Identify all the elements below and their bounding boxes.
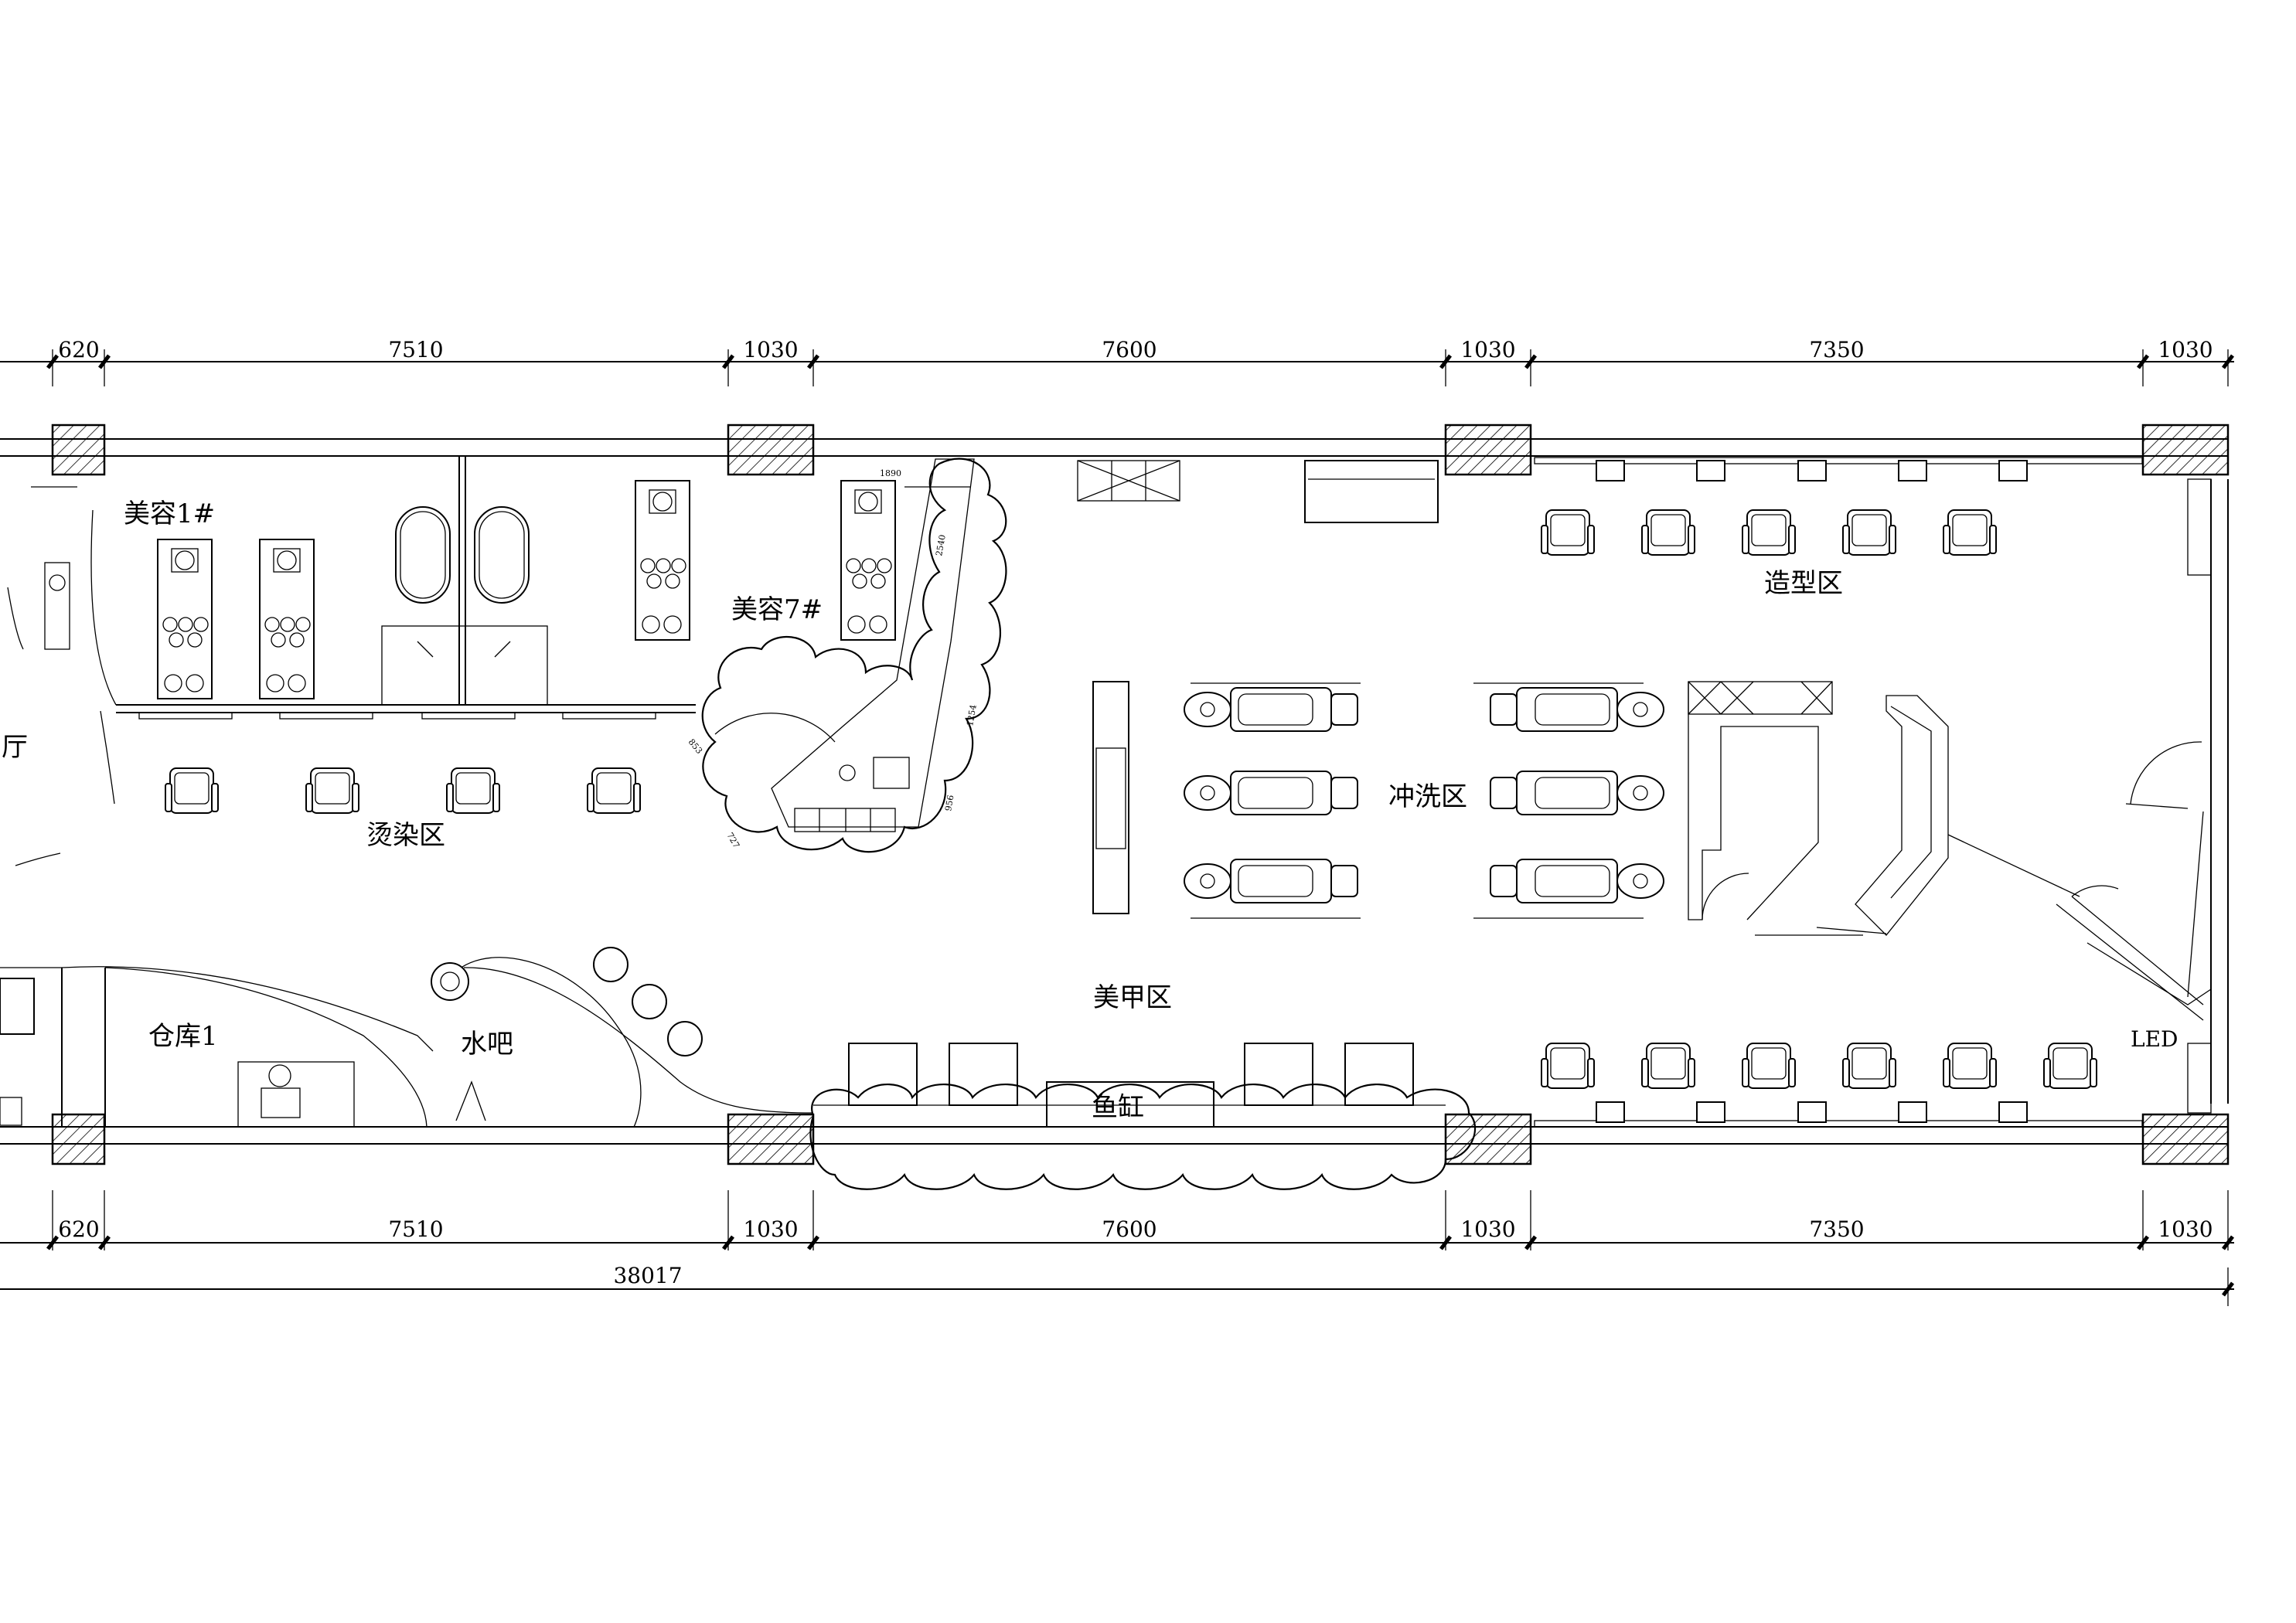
label-hall: 门厅	[0, 732, 28, 763]
wash-chair	[1184, 771, 1358, 815]
bottom-dimension-line: 620 7510 1030 7600 1030 7350 1030 38017	[0, 1190, 2234, 1306]
dim-top-3: 1030	[743, 337, 798, 362]
counter-width-dim: 1890	[880, 468, 901, 478]
entrance-door	[2056, 741, 2212, 1021]
column	[2141, 1113, 2230, 1165]
wash-chair	[1184, 687, 1358, 732]
bar-stool	[632, 984, 667, 1019]
dim-bottom-5: 1030	[1460, 1216, 1515, 1242]
styling-chair	[165, 767, 219, 814]
styling-chair	[1842, 509, 1896, 556]
massage-bed	[635, 480, 690, 641]
perm-dye-chairs	[165, 767, 641, 814]
bar-stool	[667, 1021, 703, 1056]
label-perm-dye: 烫染区	[366, 820, 445, 851]
counter-side-a-dim: 2540	[934, 534, 948, 557]
wash-chair	[1184, 859, 1358, 903]
styling-chairs-bottom	[1541, 1043, 2097, 1089]
label-led: LED	[2131, 1026, 2178, 1052]
bar-stool	[593, 947, 629, 982]
styling-chair	[587, 767, 641, 814]
styling-chair	[1641, 1043, 1695, 1089]
dim-top-2: 7510	[388, 337, 443, 362]
nail-area	[809, 1043, 1477, 1190]
dim-top-1: 620	[58, 337, 99, 362]
dim-bottom-6: 7350	[1809, 1216, 1864, 1242]
nail-chair	[1244, 1043, 1313, 1106]
water-bar-sink	[431, 962, 469, 1001]
exterior-walls	[0, 424, 2230, 1165]
bench	[1092, 681, 1129, 914]
label-nails: 美甲区	[1093, 982, 1172, 1013]
styling-chair	[305, 767, 359, 814]
label-fish-tank: 鱼缸	[1092, 1092, 1144, 1123]
reception-counter: 1890 2540 1254 956 853 727	[686, 458, 1007, 853]
bathtub	[395, 506, 451, 604]
styling-chair	[1541, 509, 1595, 556]
dim-bottom-4: 7600	[1102, 1216, 1157, 1242]
styling-chairs-top	[1541, 509, 1997, 556]
label-water-bar: 水吧	[461, 1029, 513, 1060]
dim-bottom-7: 1030	[2158, 1216, 2213, 1242]
column	[51, 424, 106, 476]
lower-left-area	[0, 947, 812, 1128]
label-styling: 造型区	[1764, 568, 1843, 599]
label-storage: 仓库1	[148, 1021, 218, 1052]
counter-side-e-dim: 727	[724, 831, 741, 850]
label-wash: 冲洗区	[1388, 781, 1467, 812]
nail-chair	[949, 1043, 1018, 1106]
dim-top-7: 1030	[2158, 337, 2213, 362]
beauty-rooms	[7, 456, 896, 866]
storage-room-right	[1688, 681, 2080, 936]
massage-bed	[157, 539, 213, 699]
bathtub	[474, 506, 530, 604]
label-beauty-1: 美容1#	[124, 498, 215, 529]
column	[2141, 424, 2230, 476]
wash-area	[1092, 681, 1664, 919]
styling-chair	[446, 767, 500, 814]
column	[727, 424, 815, 476]
styling-chair	[2043, 1043, 2097, 1089]
dim-overall: 38017	[613, 1263, 682, 1288]
styling-chair	[1541, 1043, 1595, 1089]
styling-chair	[1641, 509, 1695, 556]
massage-bed	[259, 539, 315, 699]
dim-bottom-3: 1030	[743, 1216, 798, 1242]
styling-chair	[1842, 1043, 1896, 1089]
nail-chair	[1344, 1043, 1414, 1106]
counter-side-d-dim: 853	[686, 737, 704, 756]
window-mullions	[1596, 460, 2028, 1123]
dim-bottom-2: 7510	[388, 1216, 443, 1242]
label-beauty-7: 美容7#	[731, 594, 823, 625]
cabinet	[1304, 460, 1439, 523]
dim-bottom-1: 620	[58, 1216, 99, 1242]
dim-top-5: 1030	[1460, 337, 1515, 362]
counter-side-b-dim: 1254	[965, 704, 979, 727]
top-center-fixtures	[1077, 460, 1439, 523]
wash-chair	[1490, 687, 1664, 732]
styling-chair	[1742, 509, 1796, 556]
counter-side-c-dim: 956	[943, 794, 956, 812]
column	[727, 1113, 815, 1165]
dim-top-4: 7600	[1102, 337, 1157, 362]
column	[51, 1113, 106, 1165]
styling-chair	[1943, 509, 1997, 556]
fish-tank	[1046, 1081, 1214, 1128]
massage-bed	[840, 480, 896, 641]
top-dimension-line: 620 7510 1030 7600 1030 7350 1030	[0, 337, 2234, 386]
styling-chair	[1742, 1043, 1796, 1089]
wash-chair	[1490, 859, 1664, 903]
room-labels: 美容1# 美容7# 烫染区 门厅 冲洗区 造型区 美甲区 水吧 仓库1 鱼缸 L…	[0, 498, 2178, 1123]
dim-top-6: 7350	[1809, 337, 1864, 362]
column	[1444, 424, 1532, 476]
wash-chair	[1490, 771, 1664, 815]
styling-chair	[1943, 1043, 1997, 1089]
